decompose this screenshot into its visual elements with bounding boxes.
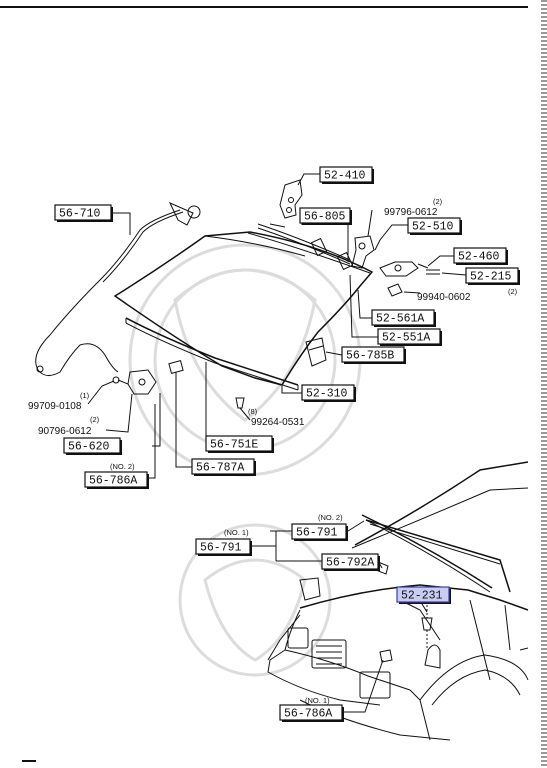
callout-56-710[interactable]: 56-710 <box>54 204 113 222</box>
part-99940-0602: 99940-0602 <box>417 292 471 303</box>
callout-52-410[interactable]: 52-410 <box>319 166 374 184</box>
note-no2-right: (NO. 2) <box>318 513 343 522</box>
callout-52-551a[interactable]: 52-551A <box>377 328 442 346</box>
callout-56-791-b[interactable]: 56-791 <box>195 538 252 556</box>
qty-99796: (2) <box>433 197 443 206</box>
part-99264-0531: 99264-0531 <box>251 417 305 428</box>
qty-99940: (2) <box>508 287 518 296</box>
callout-label: 56-791 <box>296 527 338 540</box>
part-99796-0612: 99796-0612 <box>384 207 438 218</box>
part-99709-0108: 99709-0108 <box>28 401 82 412</box>
callout-label: 52-310 <box>306 388 348 401</box>
callout-56-787a[interactable]: 56-787A <box>191 458 256 476</box>
callout-label: 56-620 <box>68 441 110 454</box>
qty-99709: (1) <box>80 391 90 400</box>
callout-56-786a-top[interactable]: 56-786A <box>84 471 149 489</box>
note-no1-bottom: (NO. 1) <box>305 696 330 705</box>
hood-release-lever <box>112 369 157 395</box>
callout-label: 56-751E <box>210 439 258 452</box>
callout-52-231[interactable]: 52-231 <box>396 586 451 604</box>
callout-56-792a[interactable]: 56-792A <box>321 553 380 571</box>
callout-label: 52-510 <box>412 221 454 234</box>
callout-label: 52-460 <box>458 251 500 264</box>
callout-label: 56-710 <box>59 208 101 221</box>
top-rule <box>0 6 528 8</box>
page-edge <box>541 0 547 768</box>
callout-label: 56-791 <box>200 542 242 555</box>
callout-label: 56-786A <box>284 708 332 721</box>
callout-label: 56-786A <box>89 475 137 488</box>
callout-52-510[interactable]: 52-510 <box>407 217 462 235</box>
callout-52-215[interactable]: 52-215 <box>465 267 520 285</box>
qty-99264: (8) <box>248 407 258 416</box>
hood-weatherstrip <box>125 317 299 391</box>
part-90796-0612: 90796-0612 <box>38 426 92 437</box>
corner-mark <box>22 760 36 762</box>
hood-panel <box>113 231 374 386</box>
callout-label: 56-787A <box>196 462 244 475</box>
callout-label: 56-805 <box>304 211 346 224</box>
note-no2-left: (NO. 2) <box>110 462 135 471</box>
truck-leader-lines <box>250 520 428 713</box>
qty-90796: (2) <box>90 415 100 424</box>
callout-label: 52-215 <box>470 271 512 284</box>
callout-56-786a-bottom[interactable]: 56-786A <box>279 704 344 722</box>
hood-hinge <box>279 179 303 219</box>
callout-label: 56-792A <box>326 557 374 570</box>
callout-label: 52-551A <box>382 332 430 345</box>
hood-pad <box>168 360 184 374</box>
callout-52-460[interactable]: 52-460 <box>453 247 508 265</box>
callout-label: 52-410 <box>324 170 366 183</box>
hood-lock-bracket <box>351 235 440 297</box>
hood-clip <box>235 397 245 409</box>
callout-label: 56-785B <box>346 350 394 363</box>
callout-56-805[interactable]: 56-805 <box>299 207 352 225</box>
callout-label: 52-231 <box>401 590 443 603</box>
note-no1-left: (NO. 1) <box>224 528 249 537</box>
hood-bumper <box>379 649 393 663</box>
cable-clip <box>305 337 327 367</box>
callout-56-785b[interactable]: 56-785B <box>341 346 406 364</box>
callout-label: 52-561A <box>376 313 424 326</box>
callout-56-751e[interactable]: 56-751E <box>205 435 274 453</box>
callout-52-310[interactable]: 52-310 <box>301 384 356 402</box>
hood-bumper-stop <box>421 605 433 650</box>
callout-52-561a[interactable]: 52-561A <box>371 309 436 327</box>
callout-56-620[interactable]: 56-620 <box>63 437 122 455</box>
hood-stay-rod <box>257 223 354 271</box>
cowl-weatherstrip <box>361 514 493 593</box>
release-cable <box>35 202 201 376</box>
callout-56-791-a[interactable]: 56-791 <box>291 523 348 541</box>
